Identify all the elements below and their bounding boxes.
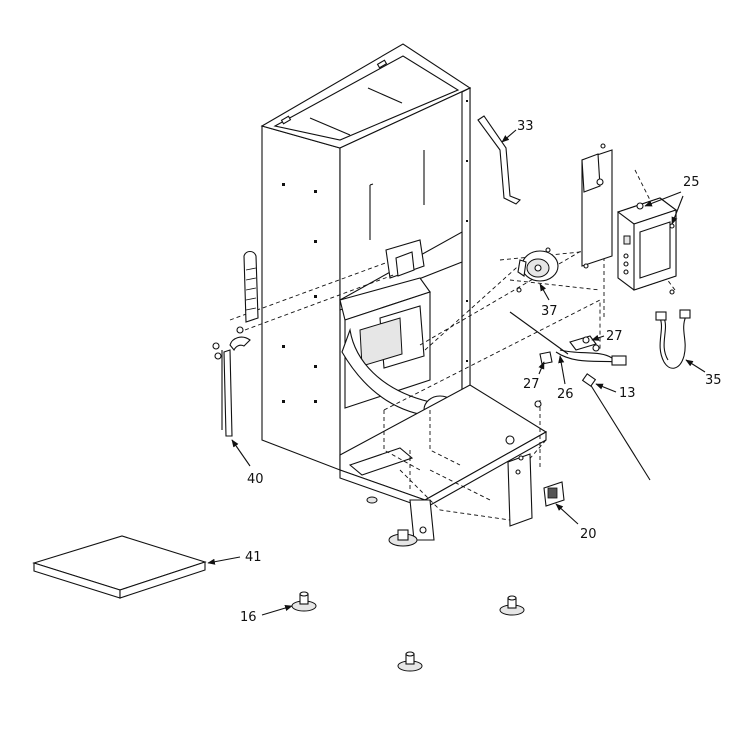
callout-26: 26 — [557, 387, 574, 402]
part-41-pad — [32, 535, 207, 599]
cabinet-frame — [260, 43, 548, 547]
part-33-rod — [477, 115, 521, 205]
callout-40: 40 — [247, 472, 264, 487]
part-16-foot-b — [499, 595, 525, 616]
callout-13: 13 — [619, 386, 636, 401]
callout-35: 35 — [705, 373, 722, 388]
callout-33: 33 — [517, 119, 534, 134]
part-16-foot-c — [397, 651, 423, 672]
part-20-switch — [507, 453, 565, 527]
part-37-motor — [516, 247, 559, 293]
callout-27-lower: 27 — [523, 377, 540, 392]
part-35-harness — [655, 309, 691, 369]
callout-20: 20 — [580, 527, 597, 542]
part-40-hose — [212, 250, 259, 437]
part-13-probe — [581, 373, 651, 481]
callout-37: 37 — [541, 304, 558, 319]
callout-25: 25 — [683, 175, 700, 190]
callout-labels: 33 25 37 27 27 26 13 35 20 40 41 16 — [240, 119, 722, 625]
cabinet-feet — [366, 496, 418, 547]
callout-16: 16 — [240, 610, 257, 625]
callout-27-upper: 27 — [606, 329, 623, 344]
callout-41: 41 — [245, 550, 262, 565]
part-27-fasteners — [534, 336, 600, 408]
part-25-control-box — [616, 197, 678, 295]
control-mount-plate — [581, 143, 613, 269]
leader-lines — [207, 129, 706, 616]
side-panel-holes — [282, 100, 468, 403]
part-16-foot-a — [291, 591, 317, 612]
